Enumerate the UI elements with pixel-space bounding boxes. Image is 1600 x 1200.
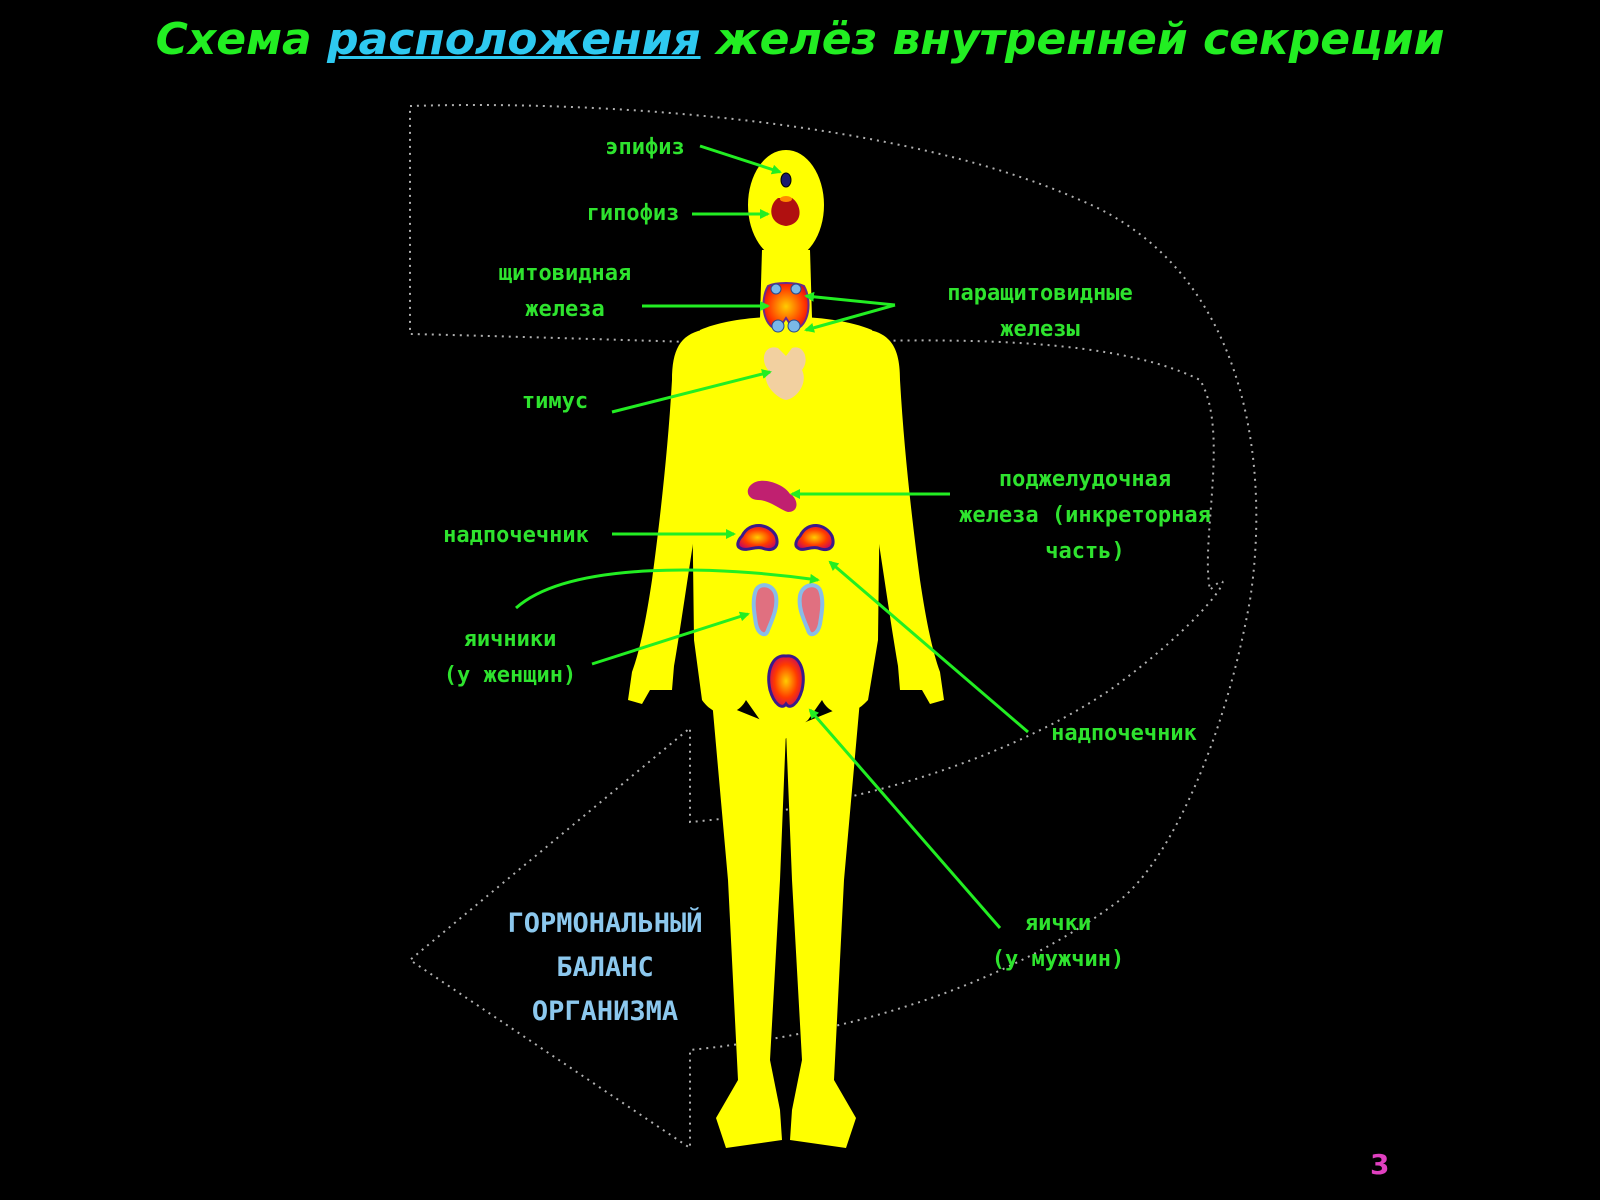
ovary-right [797, 583, 825, 637]
label-pancreas-line-3: часть) [1045, 539, 1125, 564]
label-parathyroid: паращитовидные железы [925, 276, 1155, 348]
balance-cycle-arrow [408, 104, 1258, 1150]
label-pancreas-line-2: железа (инкреторная [959, 503, 1211, 528]
balance-line-1: ГОРМОНАЛЬНЫЙ [507, 908, 703, 939]
label-epiphysis: эпифиз [605, 135, 685, 160]
ovary-left [751, 583, 779, 637]
label-hypophysis: гипофиз [586, 201, 680, 226]
hypophysis-gland [771, 198, 800, 226]
hormonal-balance-caption: ГОРМОНАЛЬНЫЙ БАЛАНС ОРГАНИЗМА [455, 902, 755, 1034]
title-part-1: Схема [155, 14, 328, 65]
label-thyroid: щитовидная железа [480, 256, 650, 328]
balance-line-2: БАЛАНС [556, 952, 654, 983]
label-pancreas: поджелудочная железа (инкреторная часть) [940, 462, 1230, 570]
title-underlined-word: расположения [327, 14, 701, 65]
label-pancreas-line-1: поджелудочная [998, 467, 1172, 492]
label-parathyroid-line-1: паращитовидные [947, 281, 1133, 306]
label-thymus: тимус [521, 389, 589, 414]
parathyroid-gland [770, 283, 782, 295]
pancreas-gland [747, 480, 797, 512]
label-adrenal-left: надпочечник [443, 523, 589, 548]
page-title: Схема расположения желёз внутренней секр… [0, 14, 1600, 65]
label-ovaries: яичники (у женщин) [430, 622, 590, 694]
title-part-2: желёз внутренней секреции [700, 14, 1445, 65]
glands [736, 172, 835, 708]
adrenal-gland-right [794, 524, 835, 551]
thymus-gland [763, 347, 806, 400]
thyroid-gland [762, 282, 810, 332]
human-body-silhouette [628, 150, 944, 1148]
label-adrenal-right: надпочечник [1051, 721, 1197, 746]
label-testes: яички (у мужчин) [978, 906, 1138, 978]
label-thyroid-line-2: железа [525, 297, 605, 322]
label-testes-line-2: (у мужчин) [991, 947, 1125, 972]
label-ovaries-line-1: яичники [463, 627, 557, 652]
balance-line-3: ОРГАНИЗМА [531, 996, 679, 1027]
testes-gland [767, 654, 805, 708]
slide-page-number: 3 [1370, 1148, 1390, 1181]
label-thyroid-line-1: щитовидная [498, 261, 632, 286]
pointer-arrows [515, 144, 1029, 929]
epiphysis-gland [780, 172, 792, 188]
label-parathyroid-line-2: железы [1000, 317, 1080, 342]
adrenal-gland-left [736, 524, 779, 551]
label-ovaries-line-2: (у женщин) [443, 663, 577, 688]
label-testes-line-1: яички [1024, 911, 1092, 936]
